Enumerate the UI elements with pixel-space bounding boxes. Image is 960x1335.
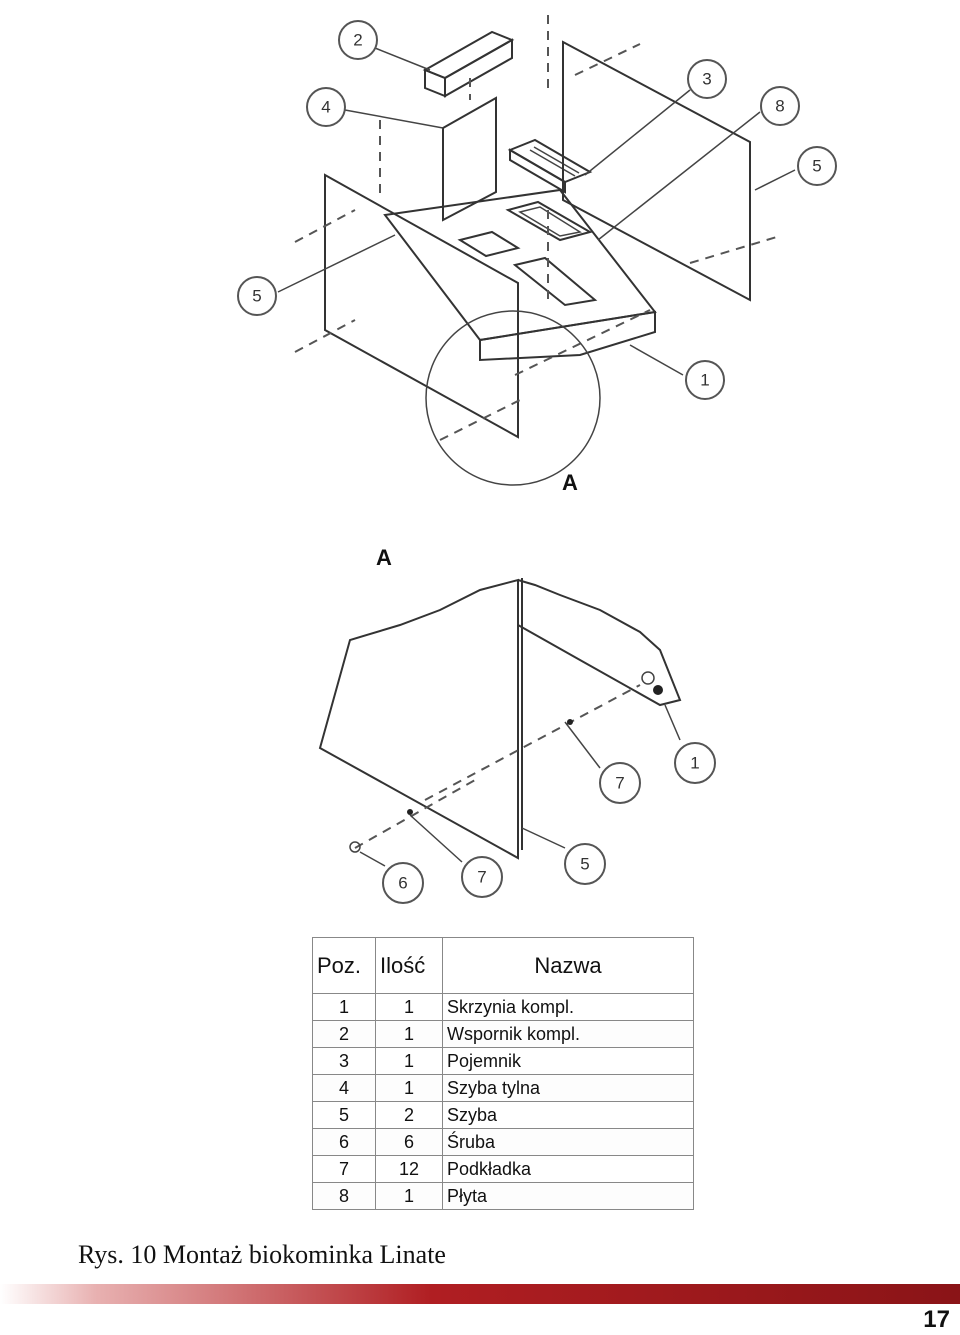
callout: 1: [674, 742, 716, 784]
cell-ilosc: 2: [375, 1101, 443, 1129]
exploded-view: [277, 15, 796, 486]
svg-text:6: 6: [398, 874, 407, 893]
callout: 2: [338, 20, 378, 60]
cell-ilosc: 1: [375, 1074, 443, 1102]
cell-nazwa: Wspornik kompl.: [442, 1020, 694, 1048]
table-header-row: Poz. Ilość Nazwa: [312, 937, 694, 994]
cell-poz: 2: [312, 1020, 376, 1048]
cell-poz: 1: [312, 993, 376, 1021]
svg-text:5: 5: [580, 855, 589, 874]
rear-glass-part: [442, 96, 497, 222]
callout: 3: [687, 59, 727, 99]
cell-nazwa: Szyba tylna: [442, 1074, 694, 1102]
cell-nazwa: Śruba: [442, 1128, 694, 1156]
page-number: 17: [923, 1306, 950, 1333]
svg-text:5: 5: [252, 287, 261, 306]
cell-ilosc: 1: [375, 993, 443, 1021]
svg-text:8: 8: [775, 97, 784, 116]
detail-marker-a: A: [562, 470, 578, 495]
callout: 8: [760, 86, 800, 126]
bolt-hole: [653, 685, 663, 695]
detail-a-circle: [425, 310, 601, 486]
cell-nazwa: Podkładka: [442, 1155, 694, 1183]
bracket-part: [422, 30, 515, 98]
svg-text:2: 2: [353, 31, 362, 50]
footer-band: [0, 1284, 960, 1304]
cell-poz: 5: [312, 1101, 376, 1129]
cell-poz: 6: [312, 1128, 376, 1156]
svg-text:4: 4: [321, 98, 330, 117]
cell-ilosc: 1: [375, 1047, 443, 1075]
svg-text:5: 5: [812, 157, 821, 176]
figure-caption: Rys. 10 Montaż biokominka Linate: [78, 1240, 446, 1269]
cell-nazwa: Skrzynia kompl.: [442, 993, 694, 1021]
svg-text:7: 7: [615, 774, 624, 793]
cell-ilosc: 1: [375, 1182, 443, 1210]
svg-text:1: 1: [690, 754, 699, 773]
svg-text:3: 3: [702, 70, 711, 89]
side-glass-left-part: [324, 173, 519, 439]
callout: 6: [382, 862, 424, 904]
cell-nazwa: Szyba: [442, 1101, 694, 1129]
svg-text:1: 1: [700, 371, 709, 390]
callout: 5: [237, 276, 277, 316]
header-poz: Poz.: [312, 937, 376, 994]
cell-nazwa: Pojemnik: [442, 1047, 694, 1075]
cell-poz: 8: [312, 1182, 376, 1210]
cell-ilosc: 12: [375, 1155, 443, 1183]
callout: 1: [685, 360, 725, 400]
cell-poz: 7: [312, 1155, 376, 1183]
cell-ilosc: 1: [375, 1020, 443, 1048]
detail-heading-a: A: [376, 545, 392, 570]
header-nazwa: Nazwa: [442, 937, 694, 994]
container-part: [507, 138, 593, 194]
callout: 7: [599, 762, 641, 804]
back-plate-part: [562, 40, 751, 302]
callout: 4: [306, 87, 346, 127]
cell-nazwa: Płyta: [442, 1182, 694, 1210]
cell-ilosc: 6: [375, 1128, 443, 1156]
box-part: [383, 188, 657, 362]
callout: 7: [461, 856, 503, 898]
cell-poz: 4: [312, 1074, 376, 1102]
cell-poz: 3: [312, 1047, 376, 1075]
svg-text:7: 7: [477, 868, 486, 887]
header-ilosc: Ilość: [375, 937, 443, 994]
detail-view: [318, 578, 682, 867]
callout: 5: [797, 146, 837, 186]
callout: 5: [564, 843, 606, 885]
